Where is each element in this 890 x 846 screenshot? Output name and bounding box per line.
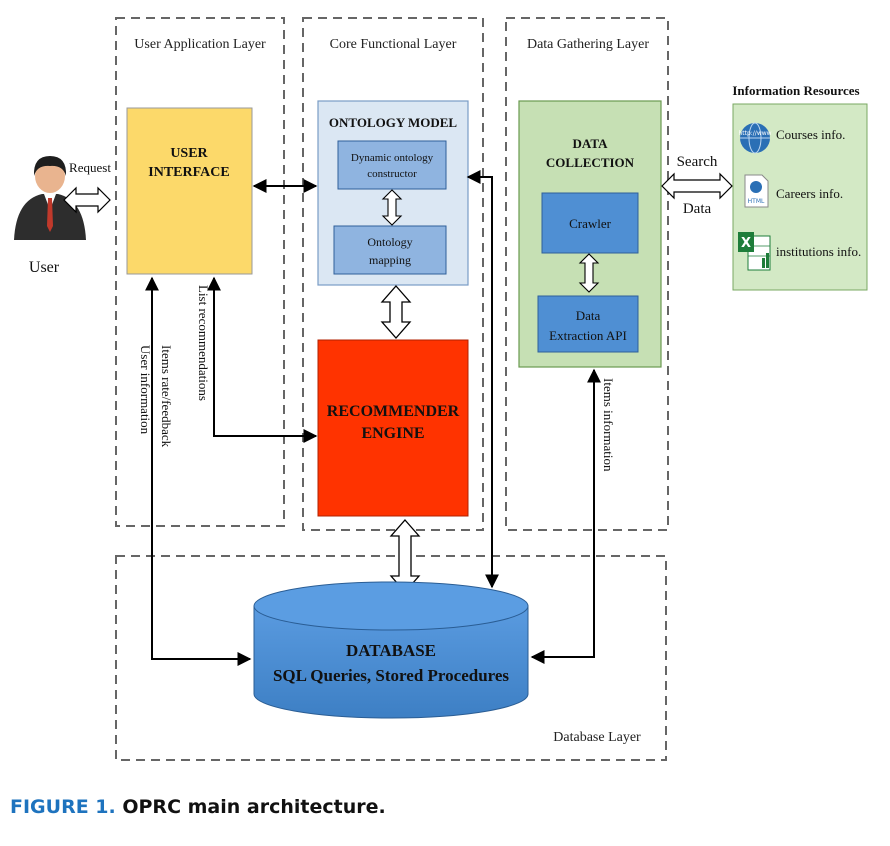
crawler-api-arrow xyxy=(578,253,600,293)
resource-item-courses: Courses info. xyxy=(776,127,845,142)
data-collection-line2: COLLECTION xyxy=(546,155,635,170)
globe-icon-text: http://www xyxy=(738,130,771,137)
recommender-engine-box xyxy=(317,339,469,517)
user-interface-box xyxy=(126,107,253,275)
data-label: Data xyxy=(683,201,712,217)
database-line1: DATABASE xyxy=(346,641,436,660)
recommender-database-arrow xyxy=(389,519,421,593)
ontology-model-title: ONTOLOGY MODEL xyxy=(329,115,458,130)
resource-item-institutions: institutions info. xyxy=(776,244,861,259)
recommender-line1: RECOMMENDER xyxy=(327,403,460,420)
search-data-arrow xyxy=(661,172,733,200)
request-label: Request xyxy=(69,160,111,175)
user-label: User xyxy=(29,259,60,276)
search-label: Search xyxy=(677,154,718,170)
data-collection-line1: DATA xyxy=(573,136,609,151)
ontology-mapping-line1: Ontology xyxy=(367,235,412,249)
data-gathering-layer-title: Data Gathering Layer xyxy=(527,37,649,52)
figure-caption: FIGURE 1. OPRC main architecture. xyxy=(10,796,386,818)
items-information-label: Items information xyxy=(601,378,616,472)
user-application-layer-frame xyxy=(115,17,285,527)
core-functional-layer-title: Core Functional Layer xyxy=(330,37,457,52)
crawler-label: Crawler xyxy=(569,216,612,231)
ontology-mapping-box xyxy=(333,225,447,275)
ui-database-connector xyxy=(145,276,252,666)
information-resources-title: Information Resources xyxy=(732,83,859,98)
ontology-recommender-arrow xyxy=(380,285,412,339)
user-application-layer-title: User Application Layer xyxy=(134,37,266,52)
globe-icon: http://www xyxy=(738,122,772,154)
ontology-constructor-box xyxy=(337,140,447,190)
list-recommendations-label: List recommendations xyxy=(196,285,211,401)
database-layer-frame xyxy=(115,555,667,761)
spreadsheet-icon-text: X xyxy=(741,236,751,251)
request-arrow xyxy=(63,186,111,214)
user-interface-line2: INTERFACE xyxy=(148,165,229,180)
list-recommendations-connector xyxy=(207,276,318,443)
figure-number: FIGURE 1. xyxy=(10,796,116,818)
ontology-constructor-line1: Dynamic ontology xyxy=(351,152,434,164)
database-line2: SQL Queries, Stored Procedures xyxy=(273,666,509,685)
crawler-box xyxy=(541,192,639,254)
data-extraction-api-line2: Extraction API xyxy=(549,328,627,343)
user-information-label: User information xyxy=(138,345,153,435)
database-layer-title: Database Layer xyxy=(553,730,641,745)
user-interface-line1: USER xyxy=(170,146,208,161)
database-cylinder xyxy=(253,581,529,719)
html-file-icon-text: HTML xyxy=(748,198,765,205)
spreadsheet-icon: X xyxy=(738,232,771,271)
collection-database-connector xyxy=(530,368,601,664)
figure-title: OPRC main architecture. xyxy=(122,796,386,818)
recommender-line2: ENGINE xyxy=(361,425,424,442)
data-extraction-api-box xyxy=(537,295,639,353)
architecture-diagram: User Application Layer Core Functional L… xyxy=(14,17,868,761)
ontology-internal-arrow xyxy=(381,189,403,226)
user-icon xyxy=(14,156,86,240)
resource-item-careers: Careers info. xyxy=(776,186,843,201)
ontology-constructor-line2: constructor xyxy=(367,168,417,180)
ontology-database-connector xyxy=(466,170,499,589)
ontology-mapping-line2: mapping xyxy=(369,253,411,267)
html-file-icon: HTML xyxy=(744,174,769,208)
items-rate-label: Items rate/feedback xyxy=(159,345,174,448)
data-extraction-api-line1: Data xyxy=(576,308,601,323)
